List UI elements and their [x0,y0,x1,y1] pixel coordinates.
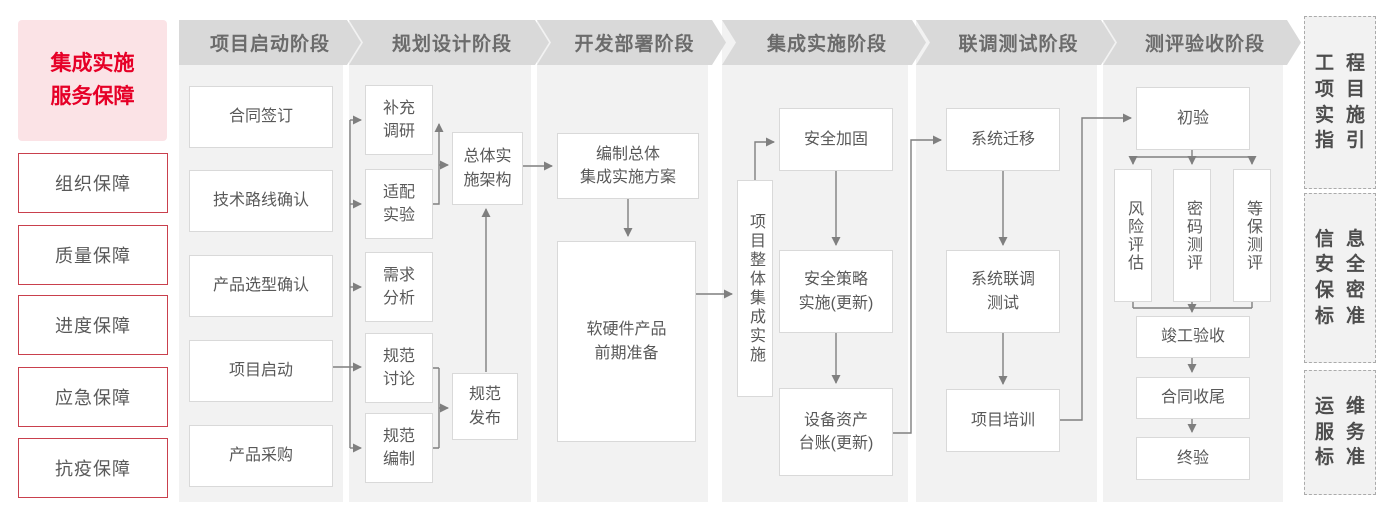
box-security-policy-implement: 安全策略 实施(更新) [779,250,893,333]
box-project-overall-integration: 项目整体集成实施 [737,180,773,397]
box-spec-release: 规范 发布 [452,373,518,440]
box-product-selection-confirm: 产品选型确认 [189,255,333,317]
side-box-row: 运维 [1314,396,1377,418]
guarantee-organization: 组织保障 [18,153,168,213]
box-supplementary-research: 补充 调研 [365,85,433,155]
box-spec-discussion: 规范 讨论 [365,333,433,403]
box-crypto-evaluation: 密码测评 [1173,169,1211,302]
side-box-row: 信息 [1314,228,1377,250]
side-box-infosec-confidentiality-standard: 信息 安全 保密 标准 [1304,193,1376,363]
box-final-acceptance: 终验 [1136,437,1250,480]
guarantee-epidemic: 抗疫保障 [18,438,168,498]
box-system-migration: 系统迁移 [946,108,1060,171]
box-risk-assessment: 风险评估 [1114,169,1152,302]
guarantee-quality: 质量保障 [18,225,168,285]
side-box-row: 标准 [1314,447,1377,469]
box-classified-protection-evaluation: 等保测评 [1233,169,1271,302]
phase-header-joint-debug-test: 联调测试阶段 [916,20,1115,65]
side-box-row: 服务 [1314,421,1377,443]
box-requirement-analysis: 需求 分析 [365,252,433,322]
box-project-kickoff: 项目启动 [189,340,333,402]
phase-header-develop-deploy: 开发部署阶段 [537,20,726,65]
side-box-row: 实施 [1314,104,1377,126]
box-security-hardening: 安全加固 [779,108,893,171]
guarantee-schedule: 进度保障 [18,295,168,355]
box-initial-acceptance: 初验 [1136,87,1250,150]
side-box-row: 项目 [1314,78,1377,100]
box-contract-signing: 合同签订 [189,86,333,148]
box-overall-implementation-architecture: 总体实 施架构 [452,132,523,205]
phase-header-evaluation-acceptance: 测评验收阶段 [1103,20,1301,65]
box-adaptation-test: 适配 实验 [365,169,433,239]
side-box-row: 保密 [1314,280,1377,301]
side-box-row: 安全 [1314,254,1377,276]
guarantee-emergency: 应急保障 [18,367,168,427]
phase-header-planning-design: 规划设计阶段 [349,20,549,65]
side-box-row: 工程 [1314,53,1377,75]
box-overall-integration-plan: 编制总体 集成实施方案 [557,133,699,199]
side-box-row: 标准 [1314,305,1377,327]
side-box-ops-service-standard: 运维 服务 标准 [1304,370,1376,495]
box-hw-sw-preparation: 软硬件产品 前期准备 [557,241,696,442]
box-system-joint-debug-test: 系统联调 测试 [946,250,1060,333]
box-tech-route-confirm: 技术路线确认 [189,170,333,232]
side-box-project-implementation-guide: 工程 项目 实施 指引 [1304,16,1376,189]
box-spec-drafting: 规范 编制 [365,413,433,483]
left-panel-title: 集成实施 服务保障 [18,20,167,141]
side-box-row: 指引 [1314,130,1377,152]
box-product-procurement: 产品采购 [189,425,333,487]
box-project-training: 项目培训 [946,389,1060,452]
box-asset-ledger-update: 设备资产 台账(更新) [779,388,893,476]
phase-header-project-kickoff: 项目启动阶段 [179,20,361,65]
box-completion-acceptance: 竣工验收 [1136,316,1250,358]
box-contract-closure: 合同收尾 [1136,377,1250,419]
phase-header-integration-implement: 集成实施阶段 [722,20,926,65]
